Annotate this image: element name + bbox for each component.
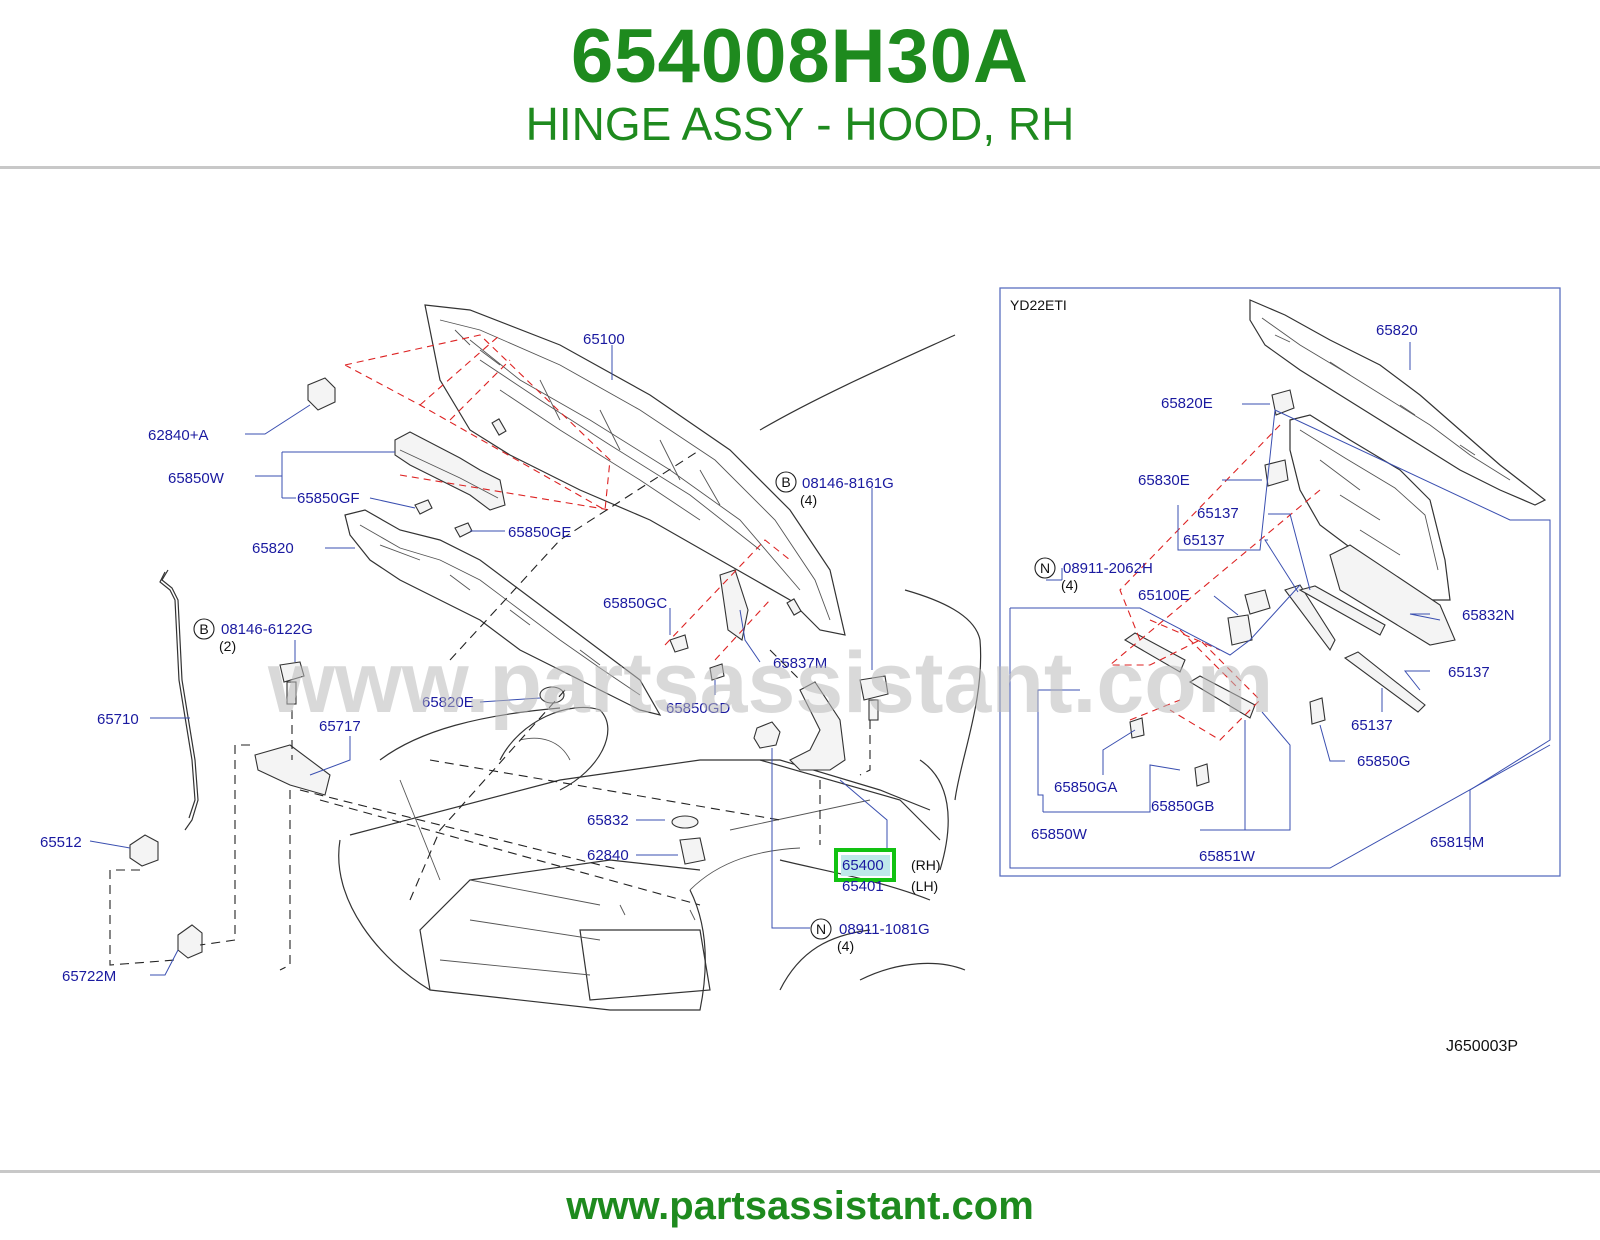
diagram-code: J650003P [1446, 1038, 1518, 1055]
inset-label-65830e[interactable]: 65830E [1138, 472, 1190, 489]
inset-label-65137-a[interactable]: 65137 [1197, 505, 1239, 522]
inset-label-65820e[interactable]: 65820E [1161, 395, 1213, 412]
label-65850w[interactable]: 65850W [168, 470, 225, 487]
label-65820e[interactable]: 65820E [422, 694, 474, 711]
label-65722m[interactable]: 65722M [62, 968, 116, 985]
page-header: 654008H30A HINGE ASSY - HOOD, RH [0, 0, 1600, 168]
label-08911-1081g[interactable]: 08911-1081G [839, 921, 930, 938]
label-qty-2: (2) [219, 638, 236, 654]
label-qty-4-lower: (4) [837, 938, 854, 954]
part-number-title: 654008H30A [571, 14, 1029, 99]
dashed-guides [109, 334, 871, 971]
inset-yd22eti: YD22ETI [999, 287, 1561, 877]
circle-letter-b-right: B [781, 474, 790, 490]
vehicle-body-illustration [338, 334, 982, 1011]
label-65850gc[interactable]: 65850GC [603, 595, 667, 612]
leader-lines [89, 345, 888, 976]
label-rh: (RH) [911, 857, 941, 873]
inset-part-labels: 65820 65820E 65830E 65137 65137 08911-20… [1031, 322, 1515, 865]
label-65837m[interactable]: 65837M [773, 655, 827, 672]
label-65100[interactable]: 65100 [583, 331, 625, 348]
inset-label-65850gb[interactable]: 65850GB [1151, 798, 1214, 815]
label-62840[interactable]: 62840 [587, 847, 629, 864]
label-qty-4-upper: (4) [800, 492, 817, 508]
part-description: HINGE ASSY - HOOD, RH [525, 98, 1075, 150]
label-08146-6122g[interactable]: 08146-6122G [221, 621, 313, 638]
label-08146-8161g[interactable]: 08146-8161G [802, 475, 894, 492]
footer-divider [0, 1170, 1600, 1173]
highlight-65400-fill [841, 855, 890, 876]
inset-title: YD22ETI [1010, 297, 1067, 313]
inset-label-65815m[interactable]: 65815M [1430, 834, 1484, 851]
label-65401[interactable]: 65401 [842, 878, 884, 895]
parts-diagram: B B N N 65100 62840+A 65850W 65850GF 658… [40, 287, 1561, 1055]
label-65832[interactable]: 65832 [587, 812, 629, 829]
header-divider [0, 166, 1600, 169]
inset-label-qty-4: (4) [1061, 577, 1078, 593]
label-lh: (LH) [911, 878, 938, 894]
circle-letter-n-inset: N [1040, 560, 1050, 576]
inset-label-65820[interactable]: 65820 [1376, 322, 1418, 339]
label-65710[interactable]: 65710 [97, 711, 139, 728]
hood-65100-illustration [424, 304, 846, 636]
inset-label-65137-b[interactable]: 65137 [1183, 532, 1225, 549]
inset-label-65850w[interactable]: 65850W [1031, 826, 1088, 843]
label-65850ge[interactable]: 65850GE [508, 524, 571, 541]
main-part-labels: 65100 62840+A 65850W 65850GF 65850GE 658… [40, 331, 941, 985]
inset-label-65850g[interactable]: 65850G [1357, 753, 1410, 770]
label-65400[interactable]: 65400 [842, 857, 884, 874]
label-65850gd[interactable]: 65850GD [666, 700, 730, 717]
inset-label-65851w[interactable]: 65851W [1199, 848, 1256, 865]
footer-website-link[interactable]: www.partsassistant.com [566, 1184, 1034, 1228]
label-65512[interactable]: 65512 [40, 834, 82, 851]
label-65820[interactable]: 65820 [252, 540, 294, 557]
hood-insulator-65820-illustration [344, 509, 662, 716]
inset-label-08911-2062h[interactable]: 08911-2062H [1063, 560, 1153, 577]
circle-letter-n-bottom: N [816, 921, 826, 937]
label-65850gf[interactable]: 65850GF [297, 490, 360, 507]
small-parts-illustration [129, 377, 889, 959]
inset-label-65137-c[interactable]: 65137 [1448, 664, 1490, 681]
hood-stay-rod-65710-outline [159, 571, 196, 819]
circle-letter-b-left: B [199, 621, 208, 637]
circle-markers: B B N N [193, 471, 1056, 940]
label-65717[interactable]: 65717 [319, 718, 361, 735]
inset-frame [999, 287, 1561, 877]
watermark-text: www.partsassistant.com [267, 635, 1273, 731]
seal-65850w-illustration [394, 431, 506, 511]
inset-label-65832n[interactable]: 65832N [1462, 607, 1515, 624]
highlight-65400-box [834, 848, 896, 882]
inset-label-65137-d[interactable]: 65137 [1351, 717, 1393, 734]
hood-stay-rod-65710 [161, 569, 199, 831]
inset-label-65850ga[interactable]: 65850GA [1054, 779, 1117, 796]
inset-label-65100e[interactable]: 65100E [1138, 587, 1190, 604]
label-62840-a[interactable]: 62840+A [148, 427, 208, 444]
